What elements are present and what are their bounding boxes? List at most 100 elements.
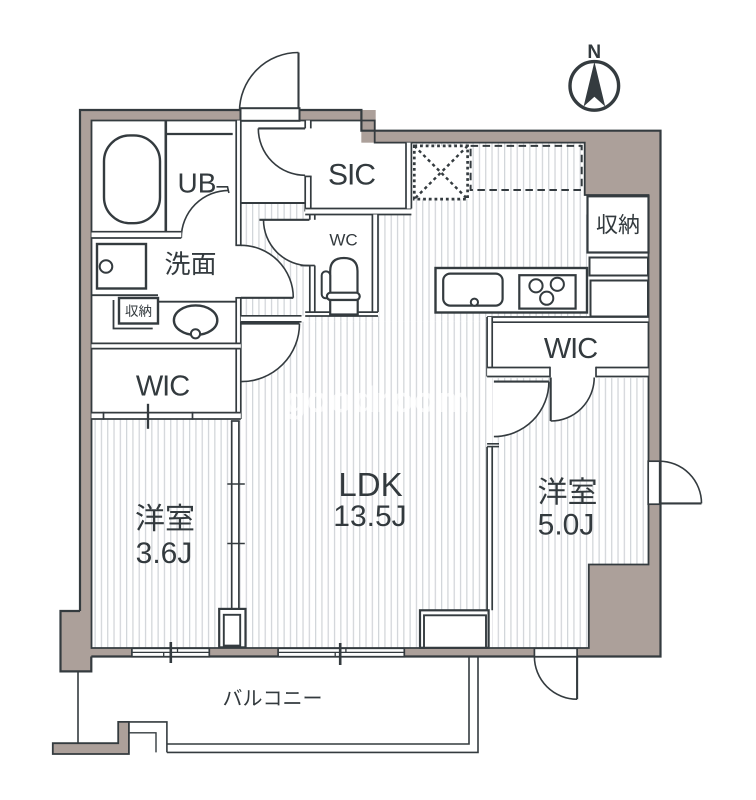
balcony-step-notch — [128, 732, 157, 753]
door-unit-bath-arc — [180, 189, 229, 239]
door-balcony-50-arc — [533, 656, 578, 700]
doors — [180, 51, 703, 700]
washroom-storage-box — [117, 296, 160, 325]
refrigerator-space — [412, 144, 469, 201]
wall-right — [648, 130, 661, 657]
wall-ub-south — [91, 230, 182, 239]
plan-rect — [487, 446, 493, 611]
plan-path — [329, 256, 359, 295]
floor-ldk-n1 — [305, 316, 488, 322]
wall-ldk-bed50 — [486, 446, 494, 611]
overhead-cabinet — [469, 144, 583, 191]
label-wic-right: WIC — [544, 333, 597, 365]
door-side-exterior-swing — [659, 461, 702, 504]
storage-right-box — [586, 195, 650, 254]
door-wc-swing — [263, 219, 310, 266]
window-ldk — [277, 643, 406, 665]
wall-top-level1 — [80, 110, 362, 121]
burner-3 — [539, 290, 555, 306]
window-bed36 — [131, 642, 211, 663]
door-balcony-50 — [533, 656, 579, 700]
door-unit-bath — [180, 189, 229, 239]
door-entrance — [238, 51, 300, 112]
partition-walls — [91, 120, 649, 611]
floor-bed36 — [91, 419, 231, 648]
door-sic — [257, 127, 306, 177]
door-wic-right-swing — [550, 377, 595, 421]
door-ldk-swing — [241, 323, 300, 382]
plan-rect — [329, 298, 359, 316]
plan-rect — [240, 315, 302, 322]
plan-rect — [320, 270, 332, 300]
washer-faucet — [98, 259, 114, 274]
door-ldk-arc — [241, 323, 301, 383]
wall-balcony-slab — [51, 721, 130, 755]
label-storage-washroom — [125, 304, 152, 317]
door-side-exterior — [659, 460, 703, 505]
wall-wc-west — [308, 211, 316, 316]
label-ldk: LDK — [338, 466, 402, 503]
label-wic-left: WIC — [136, 370, 189, 402]
floor-bed50-b — [492, 564, 589, 648]
compass-label: N — [587, 42, 601, 63]
plan-path — [165, 251, 216, 276]
washroom-storage-step — [112, 300, 153, 330]
door-washroom — [240, 244, 295, 299]
compass: N — [568, 42, 621, 112]
washbasin-drain — [189, 328, 202, 340]
door-wic-right-arc — [550, 377, 595, 422]
wall-hall-west — [235, 120, 242, 419]
entrance-opening — [239, 107, 301, 122]
plan-rect — [91, 343, 241, 349]
balcony-fence-outer — [166, 656, 479, 754]
side-door-opening — [647, 460, 661, 506]
door-bed50-swing — [493, 381, 549, 437]
label-washroom — [165, 251, 216, 276]
door-wic-right — [549, 377, 595, 422]
door-entrance-swing — [239, 52, 299, 112]
plan-rect — [487, 317, 493, 377]
toilet-icon — [320, 256, 361, 316]
plan-rect — [423, 614, 487, 649]
door-sic-swing — [258, 128, 306, 176]
wall-corner-se — [588, 564, 661, 657]
plan-rect — [412, 144, 469, 201]
wall-hall-east-sic — [304, 120, 312, 212]
wall-sic-east — [405, 142, 413, 209]
wall-corner-ne — [584, 130, 661, 195]
door-balcony-50-swing — [534, 656, 578, 700]
watermark: goodroom — [284, 379, 470, 420]
ub-leader-line — [216, 186, 230, 194]
balcony-fence-inner — [166, 656, 470, 745]
plan-rect — [231, 421, 239, 609]
wall-outline-outer — [59, 108, 662, 673]
right-shelf-2 — [589, 279, 649, 318]
balcony — [77, 656, 479, 754]
balcony-door-opening — [533, 647, 578, 658]
burner-1 — [528, 278, 544, 294]
wall-top-level2 — [361, 130, 661, 143]
pillar-box-ldk — [418, 609, 490, 649]
door-entrance-arc — [238, 51, 299, 112]
label-wc: WC — [329, 231, 357, 250]
balcony-step-outline — [128, 721, 168, 753]
wall-wic-right-west — [486, 317, 494, 377]
wall-hall-ldk-sill — [240, 314, 302, 323]
plan-path — [125, 304, 152, 317]
label-bed36-area: 3.6J — [136, 537, 193, 570]
door-bed50-arc — [493, 381, 550, 438]
label-sic: SIC — [328, 159, 375, 192]
plan-rect — [305, 208, 412, 215]
door-bed50 — [493, 380, 550, 438]
wall-sic-south — [305, 207, 412, 216]
wall-bed36-ldk — [230, 420, 240, 609]
plan-rect — [91, 231, 182, 238]
wall-wc-east — [371, 214, 379, 313]
label-storage-right — [596, 213, 639, 235]
label-ub: UB — [178, 168, 217, 199]
door-washroom-swing — [240, 245, 294, 298]
plan-rect — [406, 142, 412, 209]
wall-left — [80, 110, 92, 657]
